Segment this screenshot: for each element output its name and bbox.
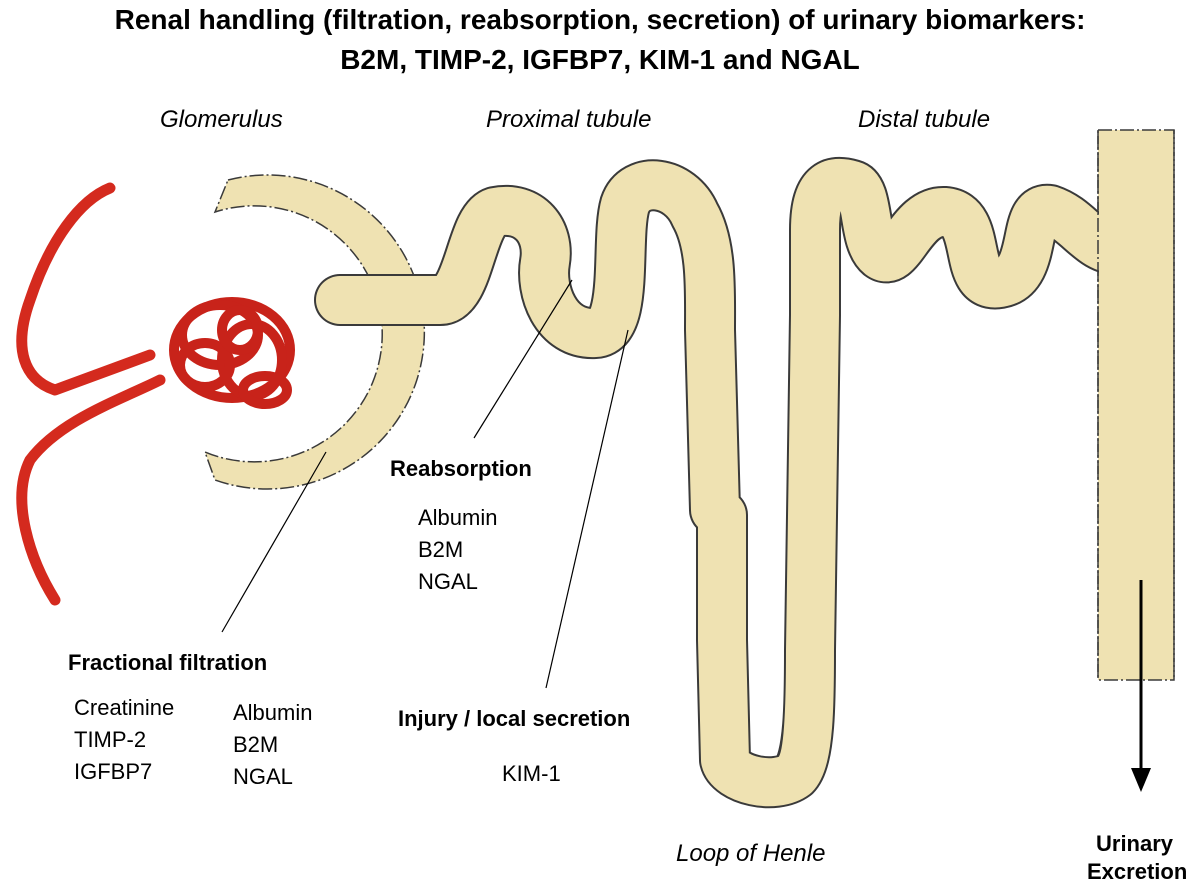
reabsorption-item: B2M: [418, 537, 464, 562]
filtration-list-2: Albumin B2M NGAL: [233, 697, 312, 793]
reabsorption-list: Albumin B2M NGAL: [418, 502, 497, 598]
filtration-item: Albumin: [233, 700, 313, 725]
filtration-item: TIMP-2: [74, 727, 147, 752]
filtration-item: B2M: [233, 732, 279, 757]
excretion-label-2: Excretion: [1087, 859, 1188, 884]
label-distal-tubule: Distal tubule: [858, 106, 991, 133]
injury-pointer: [545, 329, 629, 689]
injury-item: KIM-1: [502, 761, 561, 786]
title-line-2: B2M, TIMP-2, IGFBP7, KIM-1 and NGAL: [340, 44, 860, 75]
collecting-duct-top: [1099, 131, 1173, 679]
reabsorption-item: NGAL: [418, 569, 478, 594]
filtration-item: IGFBP7: [74, 759, 153, 784]
reabsorption-item: Albumin: [418, 505, 498, 530]
label-proximal-tubule: Proximal tubule: [486, 106, 652, 133]
filtration-pointer: [221, 451, 327, 633]
injury-list: KIM-1: [502, 758, 561, 790]
title-line-1: Renal handling (filtration, reabsorption…: [114, 4, 1086, 35]
label-glomerulus: Glomerulus: [160, 106, 283, 133]
afferent-arteriole: [16, 182, 156, 396]
efferent-arteriole: [16, 374, 166, 606]
filtration-heading: Fractional filtration: [68, 650, 268, 675]
tubule: [316, 158, 1144, 807]
injury-heading: Injury / local secretion: [398, 706, 631, 731]
excretion-arrow: [1131, 580, 1151, 792]
glomerulus-tuft: [169, 297, 295, 409]
excretion-label-1: Urinary: [1096, 831, 1174, 856]
reabsorption-pointer: [473, 279, 573, 439]
filtration-item: Creatinine: [74, 695, 175, 720]
label-loop-of-henle: Loop of Henle: [676, 840, 826, 867]
pointer-lines: [221, 279, 629, 689]
bowmans-capsule: [203, 174, 426, 490]
blood-vessels: [16, 182, 166, 606]
filtration-item: NGAL: [233, 764, 293, 789]
filtration-list-1: Creatinine TIMP-2 IGFBP7: [74, 692, 174, 788]
reabsorption-heading: Reabsorption: [390, 456, 532, 481]
